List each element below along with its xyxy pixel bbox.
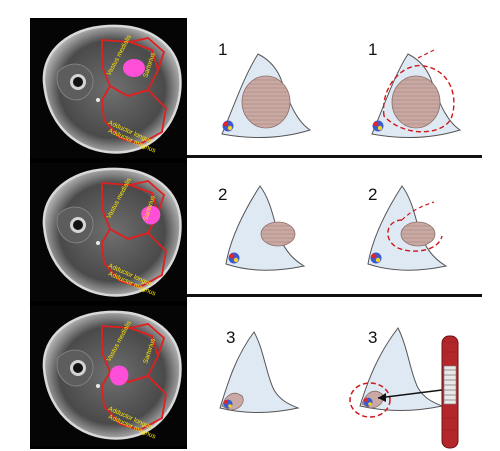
- stage-number-2-left: 2: [218, 185, 228, 204]
- nerve-dot: [227, 125, 233, 131]
- tumor-texture: [242, 76, 290, 128]
- row-divider-2: [187, 294, 482, 297]
- neurovascular-bundle: [370, 252, 382, 264]
- mri-panel-3: Vastus medialis Sartorius Adductor longu…: [30, 306, 187, 446]
- mri-column: Vastus medialis Sartorius Adductor longu…: [30, 18, 187, 449]
- tumor-texture: [392, 76, 440, 128]
- sketch-1-tumor: [214, 46, 326, 146]
- femur-marrow: [73, 77, 83, 87]
- compartment-outline-sartorius: [129, 180, 166, 214]
- compartment-outline-lower: [101, 84, 167, 145]
- artery-dot: [229, 253, 235, 259]
- tumor-marker: [109, 365, 129, 386]
- compartment-sketch: [359, 327, 444, 411]
- tumor-texture: [261, 222, 295, 246]
- compartment-outline-sartorius: [129, 323, 166, 357]
- compartment-outline-sartorius: [129, 37, 166, 71]
- graft-rings: [444, 369, 456, 401]
- resection-extension: [401, 201, 435, 221]
- resection-margin: [349, 382, 391, 418]
- sketch-3-resection: [340, 322, 500, 450]
- compartment-outline-lower: [101, 370, 167, 431]
- vessel-dot: [96, 384, 100, 388]
- row-divider-1: [187, 155, 482, 158]
- resection-margin: [382, 64, 455, 133]
- artery-dot: [371, 253, 377, 259]
- stage-number-1-right: 1: [368, 40, 378, 59]
- mri-panel-1: Vastus medialis Sartorius Adductor longu…: [30, 20, 187, 160]
- nerve-dot: [233, 257, 239, 263]
- neurovascular-bundle: [222, 120, 234, 132]
- artery-dot: [373, 121, 379, 127]
- stage-number-3-right: 3: [368, 328, 378, 347]
- artery-dot: [224, 400, 228, 404]
- thigh-cross-section: [42, 24, 182, 154]
- nerve-dot: [228, 404, 232, 408]
- compartment-outline-lower: [101, 227, 167, 288]
- sketch-1-resection: [364, 46, 476, 146]
- nerve-dot: [375, 257, 381, 263]
- femur-marrow: [73, 363, 83, 373]
- tumor-texture: [401, 222, 435, 246]
- tumor-marker: [123, 59, 145, 77]
- neurovascular-bundle: [372, 120, 384, 132]
- sketch-2-resection: [362, 180, 474, 280]
- thigh-cross-section: [42, 167, 182, 297]
- artery-dot: [223, 121, 229, 127]
- mri-panel-2: Vastus medialis Sartorius Adductor longu…: [30, 163, 187, 303]
- tumor-marker: [141, 205, 161, 225]
- sketch-2-tumor: [220, 180, 330, 280]
- vessel-dot: [96, 241, 100, 245]
- stage-number-1-left: 1: [218, 40, 228, 59]
- neurovascular-bundle: [228, 252, 240, 264]
- resection-margin: [387, 219, 443, 252]
- artery-dot: [364, 398, 368, 402]
- stage-number-2-right: 2: [368, 185, 378, 204]
- graft-arrow-head: [378, 393, 386, 402]
- graft-arrow-line: [377, 389, 443, 399]
- resection-extension: [417, 49, 435, 59]
- vessel-texture: [444, 341, 456, 431]
- nerve-dot: [377, 125, 383, 131]
- nerve-dot: [368, 402, 372, 406]
- compartment-sketch: [219, 331, 300, 413]
- vessel-dot: [96, 98, 100, 102]
- stage-number-3-left: 3: [226, 328, 236, 347]
- femur-marrow: [73, 220, 83, 230]
- sketch-3-tumor: [214, 328, 314, 418]
